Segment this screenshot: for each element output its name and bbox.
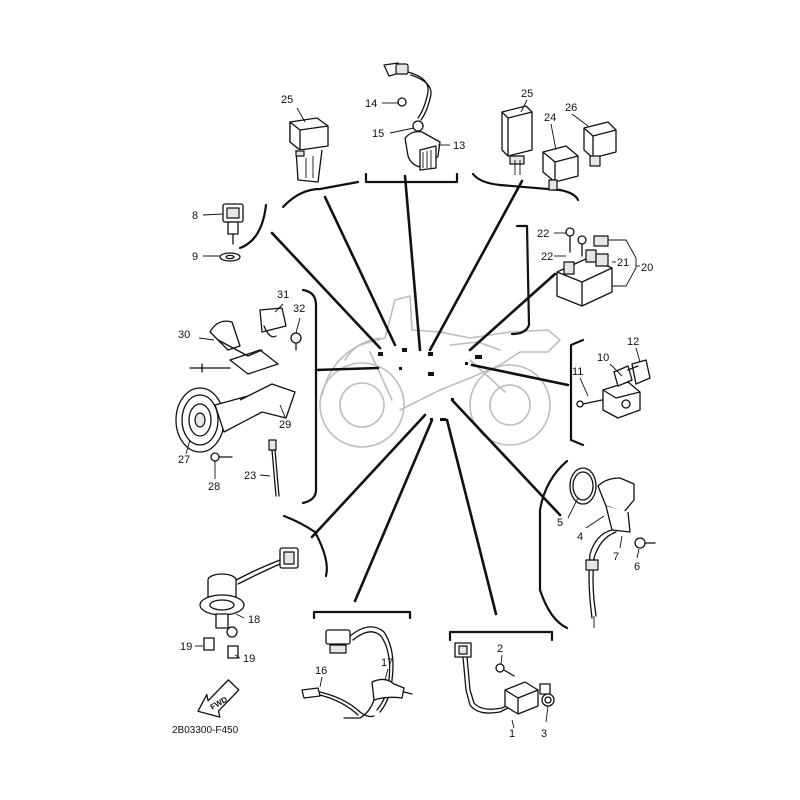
- radiating-lines: [270, 174, 570, 616]
- callout-17: 17: [381, 657, 393, 669]
- callout-15: 15: [372, 128, 384, 140]
- part-18-neutral-sensor: [195, 547, 299, 659]
- callout-28: 28: [208, 481, 220, 493]
- part-8-temp-sensor: [202, 203, 244, 262]
- callout-7: 7: [613, 551, 619, 563]
- callout-10: 10: [597, 352, 609, 364]
- attachment-points: [378, 348, 482, 421]
- callout-20: 20: [641, 262, 653, 274]
- callout-30: 30: [178, 329, 190, 341]
- part-10-sensor-bracket: [576, 347, 651, 419]
- callout-14: 14: [365, 98, 377, 110]
- callout-32: 32: [293, 303, 305, 315]
- callout-13: 13: [453, 140, 465, 152]
- callout-5: 5: [557, 517, 563, 529]
- callout-24: 24: [544, 112, 556, 124]
- fwd-direction-arrow: FWD: [197, 679, 240, 718]
- callout-29: 29: [279, 419, 291, 431]
- callout-31: 31: [277, 289, 289, 301]
- callout-11: 11: [572, 366, 583, 378]
- part-20-starter-relay: [554, 227, 640, 307]
- group-brackets: [238, 172, 585, 642]
- callout-25-left: 25: [281, 94, 293, 106]
- callout-23: 23: [244, 470, 256, 482]
- callout-2: 2: [497, 643, 503, 655]
- callout-22-upper: 22: [537, 228, 549, 240]
- part-1-switch-assembly: [454, 642, 555, 729]
- part-25-relay-left: [289, 107, 329, 183]
- callout-18: 18: [248, 614, 260, 626]
- callout-12: 12: [627, 336, 639, 348]
- callout-25-right: 25: [521, 88, 533, 100]
- callout-19-left: 19: [180, 641, 192, 653]
- callout-8: 8: [192, 210, 198, 222]
- callout-26: 26: [565, 102, 577, 114]
- callout-1: 1: [509, 728, 515, 740]
- part-4-speed-sensor: [567, 467, 656, 628]
- callout-21: 21: [617, 257, 629, 269]
- part-13-sensor-lead: [382, 62, 450, 171]
- callout-6: 6: [634, 561, 640, 573]
- callout-9: 9: [192, 251, 198, 263]
- callout-16: 16: [315, 665, 327, 677]
- part-24-25-26-relays: [501, 99, 617, 191]
- drawing-code: 2B03300-F450: [172, 725, 239, 736]
- callout-27: 27: [178, 454, 190, 466]
- callout-3: 3: [541, 728, 547, 740]
- part-16-wire-lead: [301, 626, 413, 719]
- motorcycle-silhouette: [319, 295, 561, 448]
- callout-22-lower: 22: [541, 251, 553, 263]
- callout-numbers: 1 2 3 4 5 6 7 8 9 10 11 12 13 14 15 16 1…: [178, 88, 653, 740]
- callout-4: 4: [577, 531, 583, 543]
- callout-19-right: 19: [243, 653, 255, 665]
- part-27-horn-assembly: [175, 303, 302, 497]
